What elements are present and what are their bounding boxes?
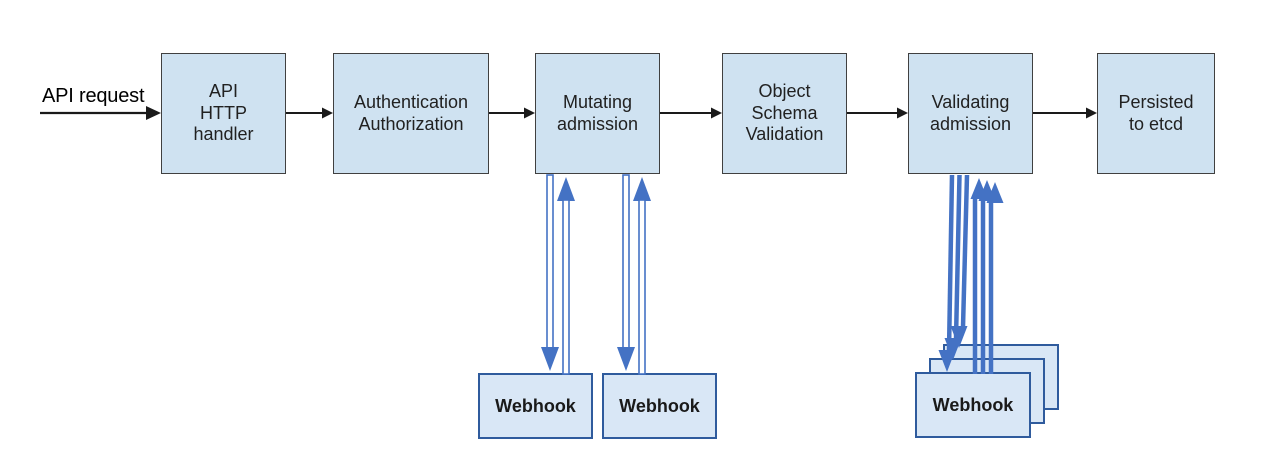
api-request-arrow-icon: [40, 106, 161, 120]
node-object-schema-validation: Object Schema Validation: [722, 53, 847, 174]
webhook-label: Webhook: [495, 395, 576, 416]
node-validating-admission: Validating admission: [908, 53, 1033, 174]
webhook-label: Webhook: [619, 395, 700, 416]
flow-arrow-icon: [286, 107, 333, 119]
flow-arrow-icon: [847, 107, 908, 119]
api-request-label: API request: [42, 85, 145, 107]
mutating-webhook-1-down-arrow-icon: [541, 174, 559, 371]
validating-webhook-down-arrow-icon: [938, 174, 956, 372]
node-label: Object Schema Validation: [745, 81, 824, 145]
mutating-webhook-1: Webhook: [478, 373, 593, 439]
node-label: Persisted to etcd: [1118, 91, 1194, 134]
node-label: API HTTP handler: [193, 81, 254, 145]
node-mutating-admission: Mutating admission: [535, 53, 660, 174]
node-label: Mutating admission: [556, 91, 639, 134]
node-label: Authentication Authorization: [353, 91, 469, 134]
node-api-http-handler: API HTTP handler: [161, 53, 286, 174]
node-authentication-authorization: Authentication Authorization: [333, 53, 489, 174]
mutating-webhook-2-up-arrow-icon: [633, 177, 651, 375]
flow-arrow-icon: [1033, 107, 1097, 119]
mutating-webhook-2: Webhook: [602, 373, 717, 439]
webhook-label: Webhook: [932, 394, 1014, 415]
node-label: Validating admission: [929, 91, 1012, 134]
node-persisted-to-etcd: Persisted to etcd: [1097, 53, 1215, 174]
flow-arrow-icon: [489, 107, 535, 119]
mutating-webhook-2-down-arrow-icon: [617, 174, 635, 371]
mutating-webhook-1-up-arrow-icon: [557, 177, 575, 375]
flow-arrow-icon: [660, 107, 722, 119]
validating-webhook-stack-front: Webhook: [915, 372, 1031, 438]
validating-webhook-down-arrow-icon: [950, 174, 970, 348]
validating-webhook-down-arrow-icon: [944, 174, 962, 360]
